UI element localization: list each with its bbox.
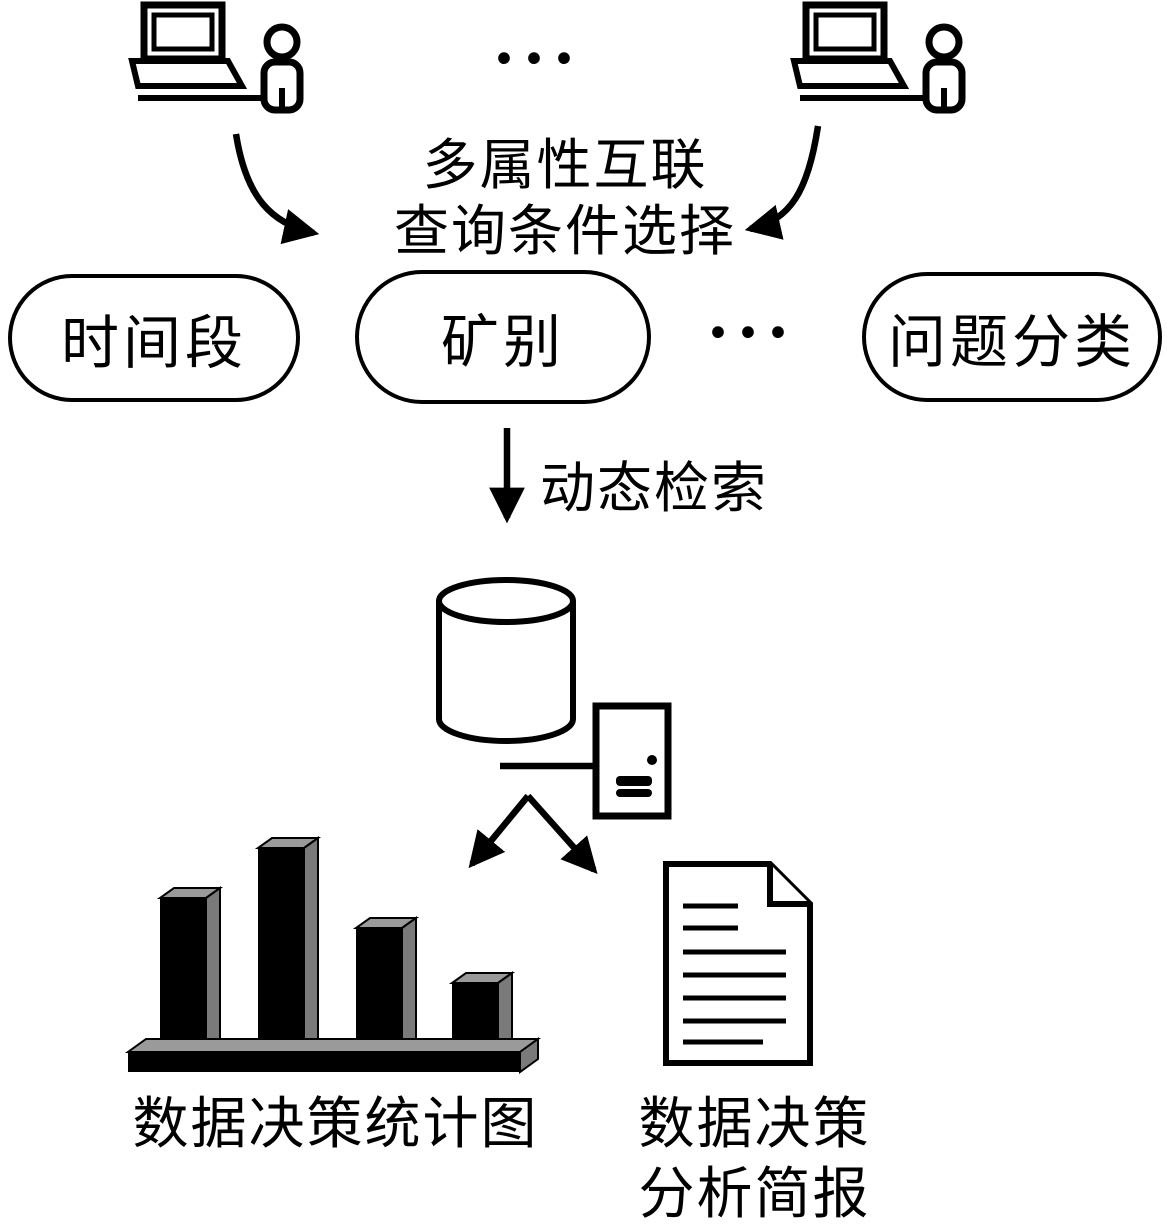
pill-problem-category-label: 问题分类: [887, 310, 1136, 375]
dynamic-retrieval-label: 动态检索: [540, 458, 769, 519]
database-icon: [436, 577, 576, 744]
document-icon: [663, 861, 813, 1066]
chart-output-label: 数据决策统计图: [132, 1094, 539, 1156]
server-icon: [592, 702, 672, 820]
server-drive-slot: [616, 776, 652, 786]
report-output-label: 数据决策 分析简报: [612, 1090, 897, 1230]
report-output-line2: 分析简报: [638, 1164, 871, 1226]
user-workstation-icon: [128, 1, 304, 114]
bar-1: [156, 886, 224, 1054]
server-drive-slot: [616, 789, 652, 797]
report-output-line1: 数据决策: [638, 1094, 871, 1156]
query-condition-label: 多属性互联 查询条件选择: [345, 133, 785, 265]
arrow-left-user-to-query: [232, 133, 320, 245]
bar-3: [352, 916, 420, 1054]
user-workstation-icon: [790, 1, 966, 114]
server-power-light: [647, 755, 657, 765]
chart-base: [124, 1037, 542, 1074]
pill-problem-category: 问题分类: [862, 272, 1162, 402]
bar-chart-icon: [124, 836, 542, 1074]
ellipsis-top: ···: [492, 18, 583, 98]
query-condition-line2: 查询条件选择: [393, 201, 736, 262]
bar-2: [254, 836, 322, 1054]
query-condition-line1: 多属性互联: [422, 135, 708, 196]
pill-mine-type-label: 矿别: [440, 310, 565, 375]
pill-time-period: 时间段: [8, 274, 300, 402]
pill-time-period-label: 时间段: [60, 311, 247, 376]
document-text-lines: [683, 903, 786, 1045]
pill-mine-type: 矿别: [355, 270, 651, 404]
ellipsis-pills: ···: [706, 292, 797, 372]
